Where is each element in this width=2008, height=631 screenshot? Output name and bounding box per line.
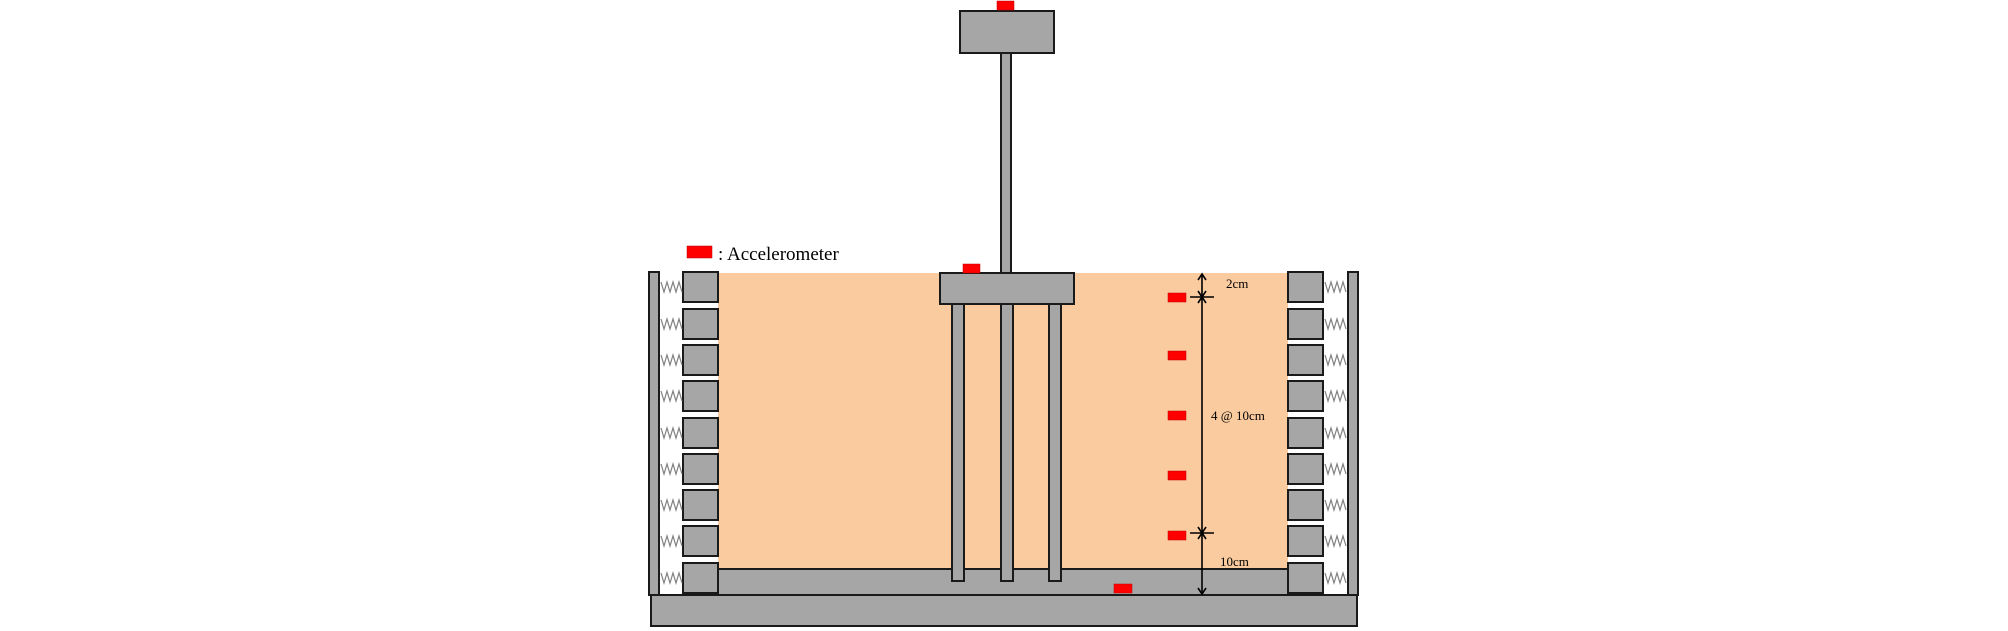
accelerometer-soil-2 [1167,350,1187,361]
right-springs [1324,279,1347,586]
right-laminar-frame [1287,417,1324,449]
left-spring [660,497,683,513]
left-spring [660,461,683,477]
left-laminar-frame [682,380,719,412]
base-plate [650,594,1358,627]
left-laminar-frame [682,271,719,303]
accelerometer-soil-1 [1167,292,1187,303]
right-laminar-frame [1287,271,1324,303]
right-spring [1324,570,1347,586]
dimension-lines [1190,272,1214,596]
right-spring [1324,279,1347,295]
pile-center [1000,303,1014,582]
left-laminar-frames [682,271,719,594]
right-spring [1324,533,1347,549]
left-spring [660,388,683,404]
dimension-bottom-label: 10cm [1220,554,1249,569]
left-laminar-frame [682,453,719,485]
right-spring [1324,352,1347,368]
left-laminar-frame [682,344,719,376]
right-spring [1324,388,1347,404]
accelerometer-pile-cap [962,263,981,274]
left-spring [660,352,683,368]
legend-accelerometer-symbol [686,245,713,259]
left-springs [660,279,683,586]
right-container-wall [1347,271,1359,596]
left-laminar-frame [682,489,719,521]
accelerometer-soil-3 [1167,410,1187,421]
left-spring [660,425,683,441]
pile-right [1048,303,1062,582]
dimension-middle-label: 4 @ 10cm [1211,408,1265,423]
legend-label: : Accelerometer [718,244,839,265]
left-spring [660,570,683,586]
left-laminar-frame [682,308,719,340]
right-laminar-frame [1287,562,1324,594]
right-laminar-frame [1287,344,1324,376]
column [1000,40,1012,274]
left-spring [660,316,683,332]
accelerometer-superstructure [996,0,1015,11]
right-laminar-frame [1287,308,1324,340]
right-laminar-frame [1287,525,1324,557]
right-spring [1324,316,1347,332]
accelerometer-base [1113,583,1133,594]
superstructure-mass [959,10,1055,54]
right-spring [1324,497,1347,513]
right-spring [1324,461,1347,477]
left-laminar-frame [682,562,719,594]
right-laminar-frames [1287,271,1324,594]
left-spring [660,279,683,295]
right-spring [1324,425,1347,441]
left-spring [660,533,683,549]
right-laminar-frame [1287,453,1324,485]
right-laminar-frame [1287,380,1324,412]
left-laminar-frame [682,417,719,449]
dimension-top-label: 2cm [1226,276,1248,291]
right-laminar-frame [1287,489,1324,521]
pile-cap [939,272,1075,305]
left-container-wall [648,271,660,596]
left-laminar-frame [682,525,719,557]
pile-left [951,303,965,582]
accelerometer-soil-4 [1167,470,1187,481]
accelerometer-soil-5 [1167,530,1187,541]
